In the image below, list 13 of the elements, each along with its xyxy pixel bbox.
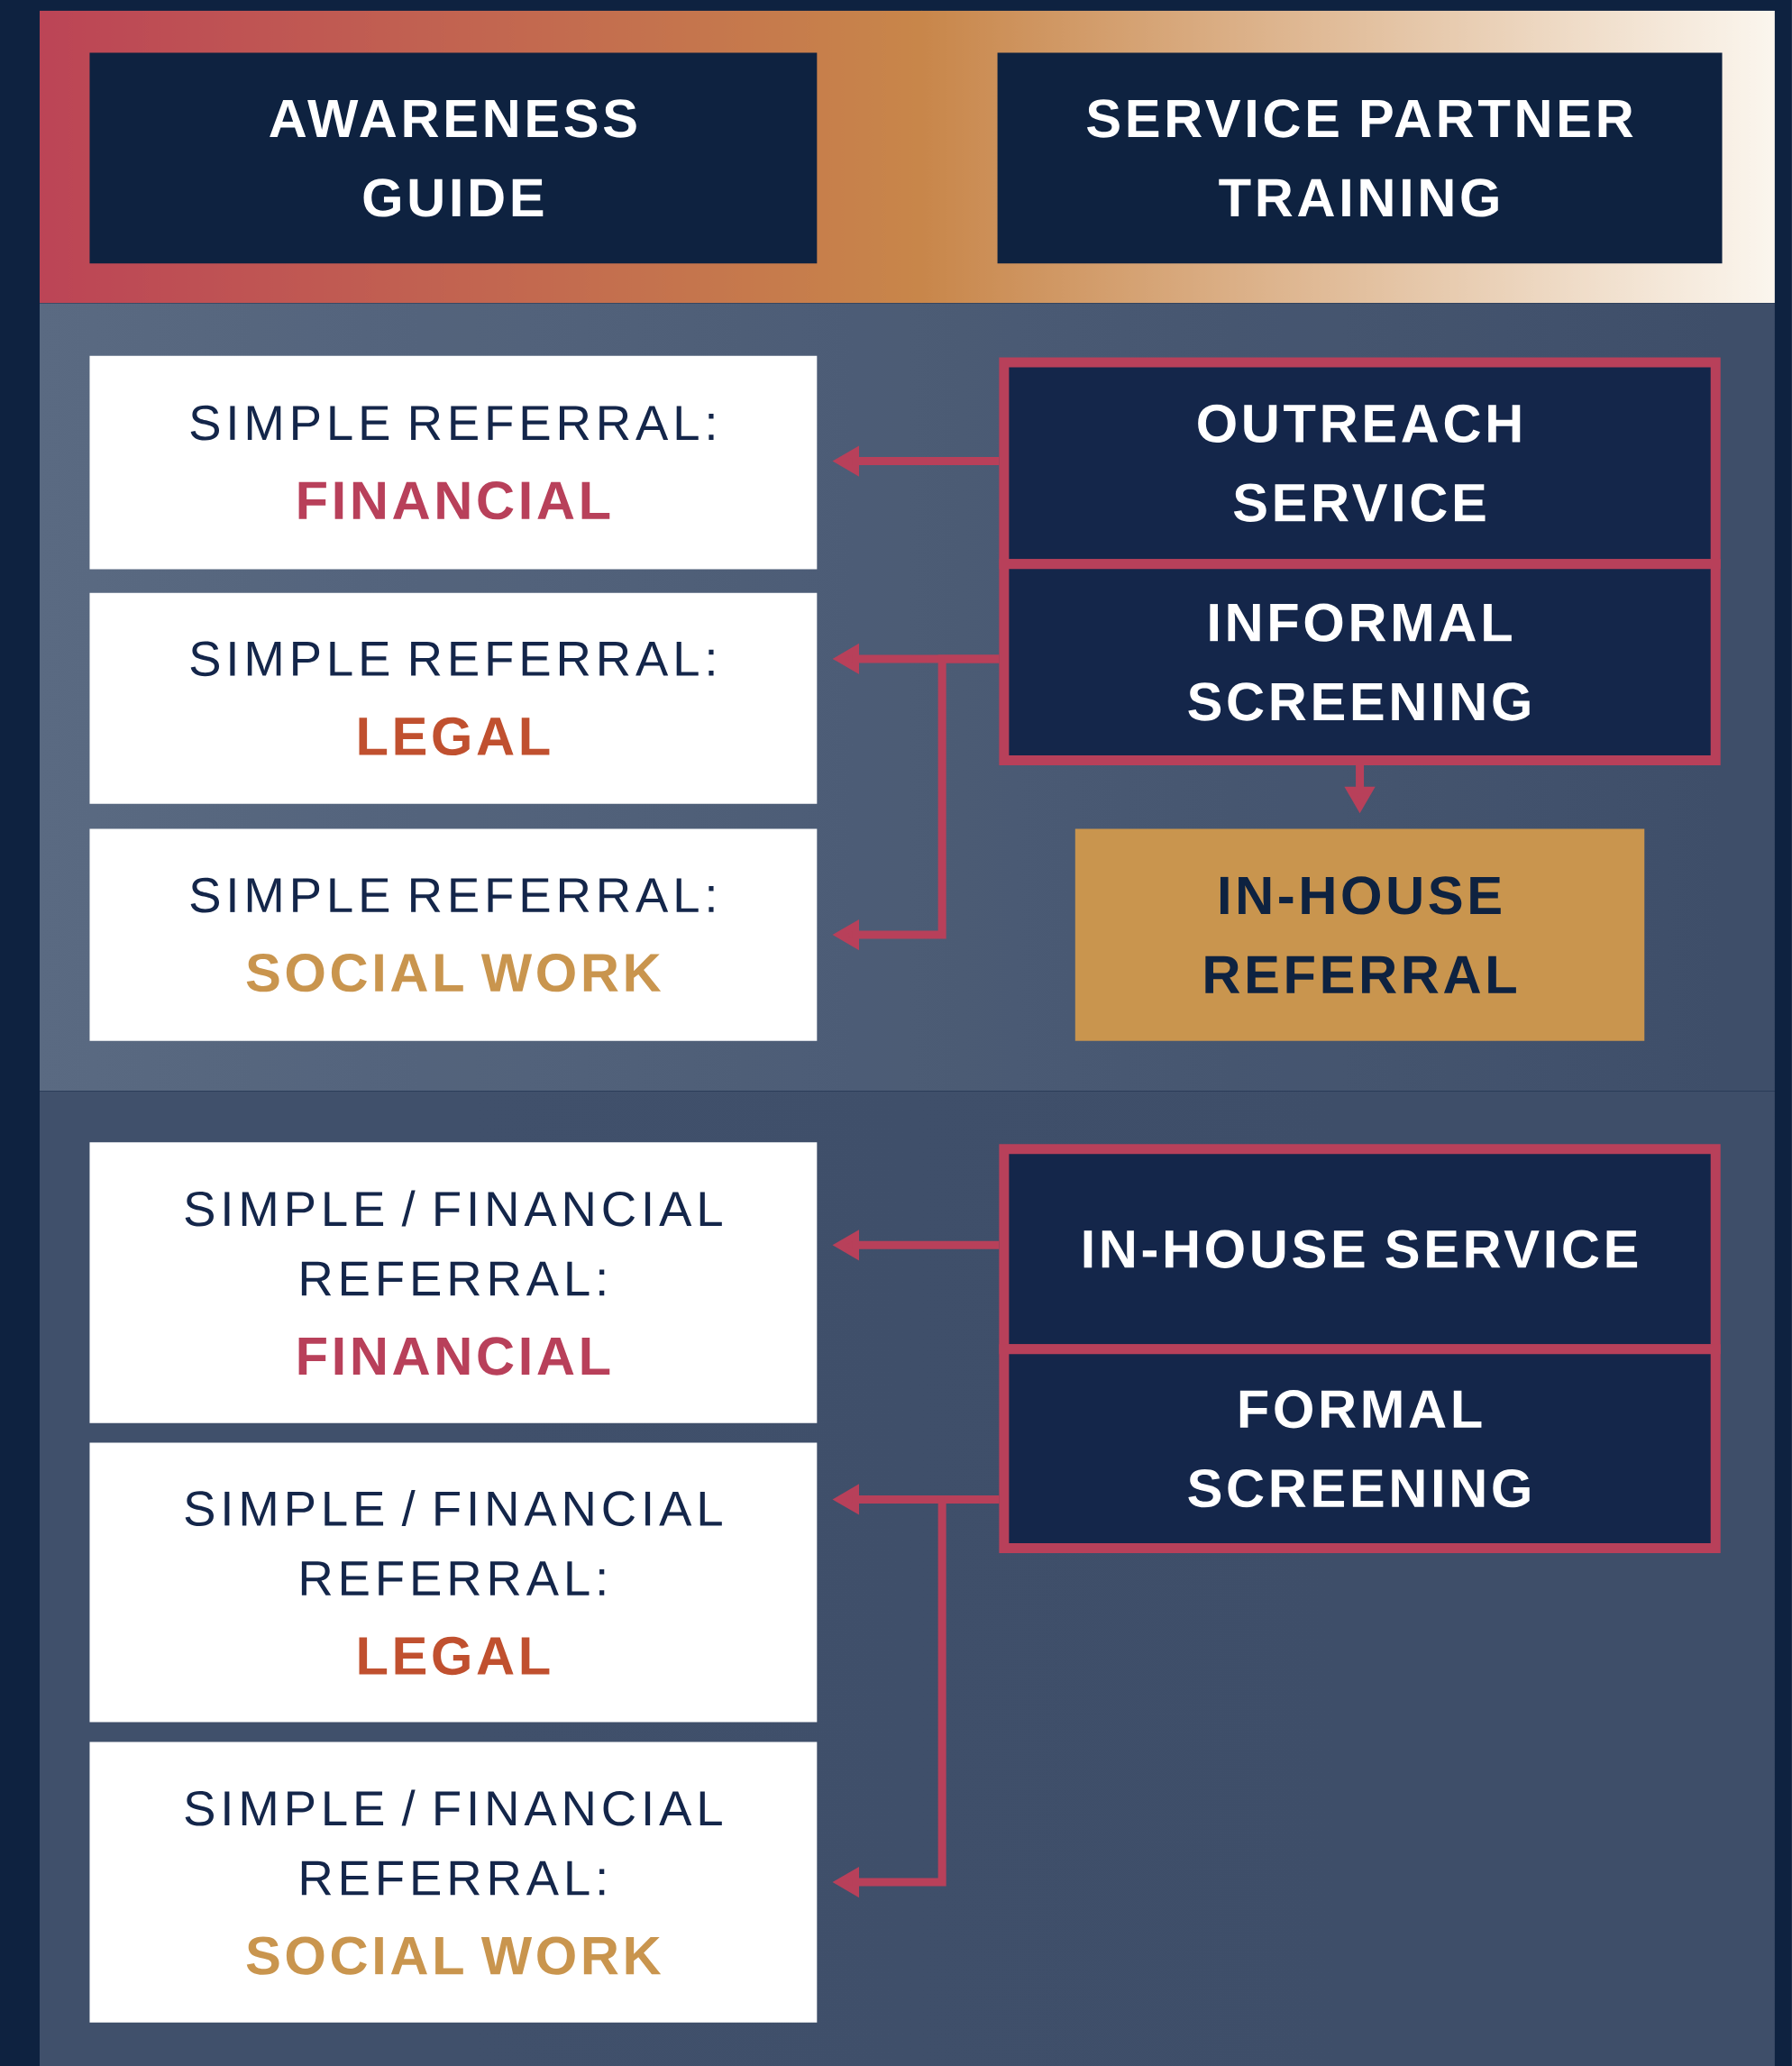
service-box: OUTREACH SERVICE (999, 357, 1721, 570)
referral-box: IN-HOUSE REFERRAL (1074, 828, 1645, 1041)
service-box: FORMAL SCREENING (999, 1344, 1721, 1553)
referral-box: SIMPLE / FINANCIAL REFERRAL: LEGAL (89, 1442, 818, 1723)
referral-box: SIMPLE REFERRAL: FINANCIAL (89, 355, 818, 570)
title-box: SERVICE PARTNER TRAINING (997, 52, 1723, 264)
referral-box: SIMPLE / FINANCIAL REFERRAL: SOCIAL WORK (89, 1741, 818, 2023)
title-box: AWARENESS GUIDE (89, 52, 818, 264)
service-box: INFORMAL SCREENING (999, 559, 1721, 765)
service-box: IN-HOUSE SERVICE (999, 1144, 1721, 1355)
referral-box: SIMPLE REFERRAL: LEGAL (89, 592, 818, 804)
referral-box: SIMPLE / FINANCIAL REFERRAL: FINANCIAL (89, 1142, 818, 1423)
referral-box: SIMPLE REFERRAL: SOCIAL WORK (89, 828, 818, 1041)
